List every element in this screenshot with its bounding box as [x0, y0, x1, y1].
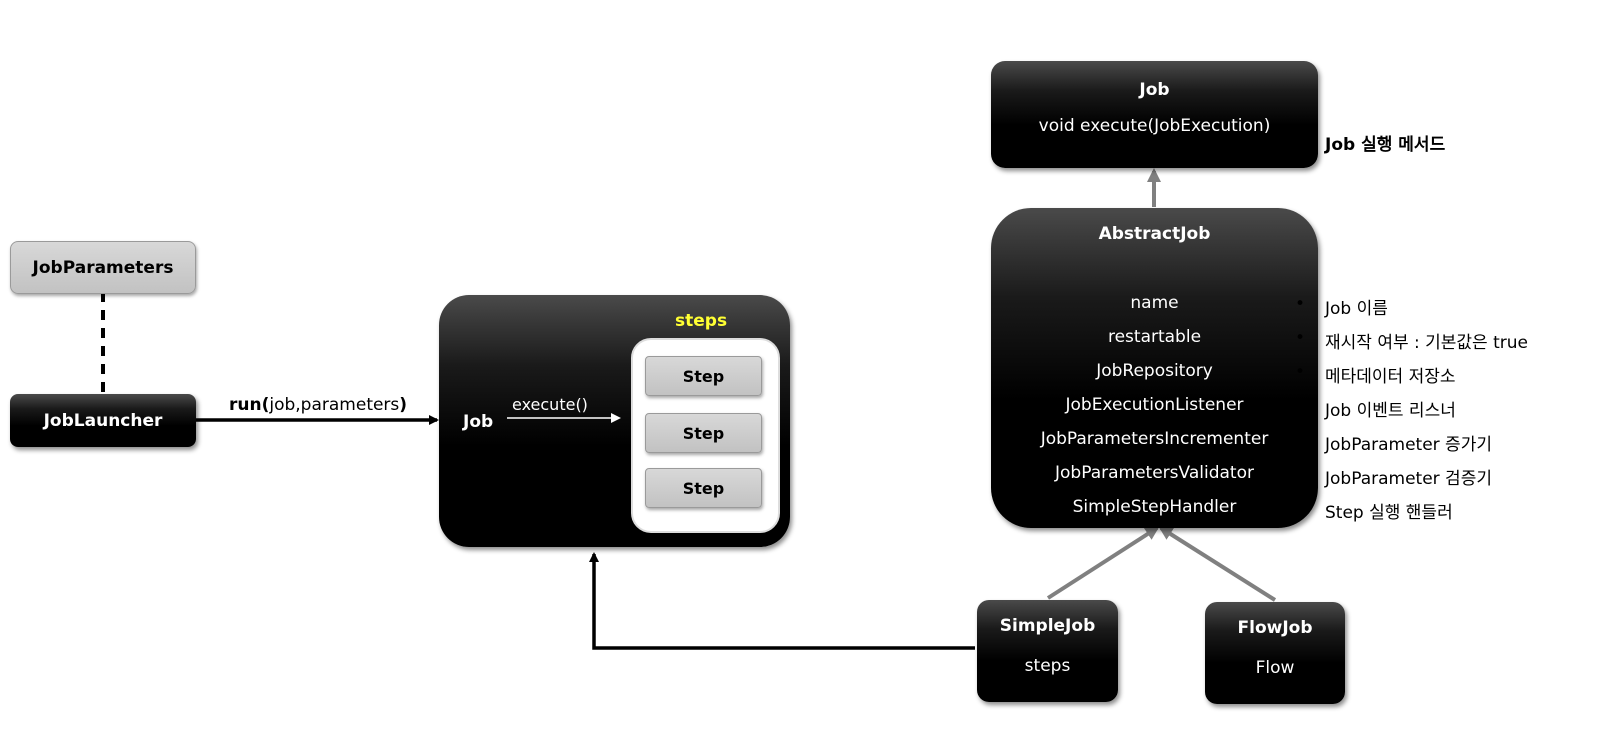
note-item: •Job 이벤트 리스너 — [1295, 396, 1456, 421]
step-box: Step — [645, 468, 762, 508]
job-interface-title: Job — [1139, 80, 1170, 100]
execute-label: execute() — [512, 395, 588, 414]
simplejob-to-job-arrow — [589, 552, 975, 650]
simple-job-box: SimpleJob steps — [977, 600, 1118, 702]
job-parameters-box: JobParameters — [10, 241, 196, 294]
run-call-label: run(job,parameters) — [229, 395, 407, 415]
step-box: Step — [645, 413, 762, 453]
job-launcher-label: JobLauncher — [43, 410, 163, 431]
execute-arrow — [507, 413, 621, 423]
run-keyword: run( — [229, 395, 270, 415]
flow-job-field: Flow — [1255, 658, 1295, 678]
note-item: •Job 이름 — [1295, 294, 1388, 319]
job-box-label: Job — [463, 412, 494, 432]
job-interface-box: Job void execute(JobExecution) — [991, 61, 1318, 168]
step-label: Step — [682, 478, 725, 498]
field-name: name — [1130, 293, 1179, 313]
field-job-parameters-validator: JobParametersValidator — [1055, 463, 1254, 483]
abstract-job-box: AbstractJob name restartable JobReposito… — [991, 208, 1318, 528]
flow-job-title: FlowJob — [1237, 618, 1313, 638]
field-job-execution-listener: JobExecutionListener — [1065, 395, 1244, 415]
run-close: ) — [399, 395, 408, 415]
note-item: •JobParameter 검증기 — [1295, 464, 1492, 489]
note-item: •Step 실행 핸들러 — [1295, 498, 1453, 523]
simple-job-title: SimpleJob — [999, 616, 1096, 636]
steps-title: steps — [675, 311, 728, 331]
job-parameters-label: JobParameters — [32, 257, 174, 278]
note-item: •메타데이터 저장소 — [1295, 362, 1456, 387]
run-args: job,parameters — [269, 395, 400, 415]
note-item: •Job 실행 메서드 — [1295, 130, 1446, 155]
step-label: Step — [682, 366, 725, 386]
abstract-job-title: AbstractJob — [1098, 224, 1211, 244]
note-item: •JobParameter 증가기 — [1295, 430, 1492, 455]
flow-job-box: FlowJob Flow — [1205, 602, 1345, 704]
simplejob-to-abstract-arrow — [1046, 526, 1160, 600]
job-interface-method: void execute(JobExecution) — [1038, 116, 1271, 136]
job-box: Job execute() steps Step Step Step — [439, 295, 790, 547]
flowjob-to-abstract-arrow — [1158, 526, 1277, 602]
steps-container: Step Step Step — [631, 338, 780, 533]
field-simple-step-handler: SimpleStepHandler — [1072, 497, 1237, 517]
simple-job-field: steps — [1024, 656, 1071, 676]
field-job-parameters-incrementer: JobParametersIncrementer — [1040, 429, 1269, 449]
step-box: Step — [645, 356, 762, 396]
field-restartable: restartable — [1107, 327, 1202, 347]
note-item: •재시작 여부 : 기본값은 true — [1295, 328, 1528, 353]
step-label: Step — [682, 423, 725, 443]
job-launcher-box: JobLauncher — [10, 394, 196, 447]
field-job-repository: JobRepository — [1096, 361, 1213, 381]
